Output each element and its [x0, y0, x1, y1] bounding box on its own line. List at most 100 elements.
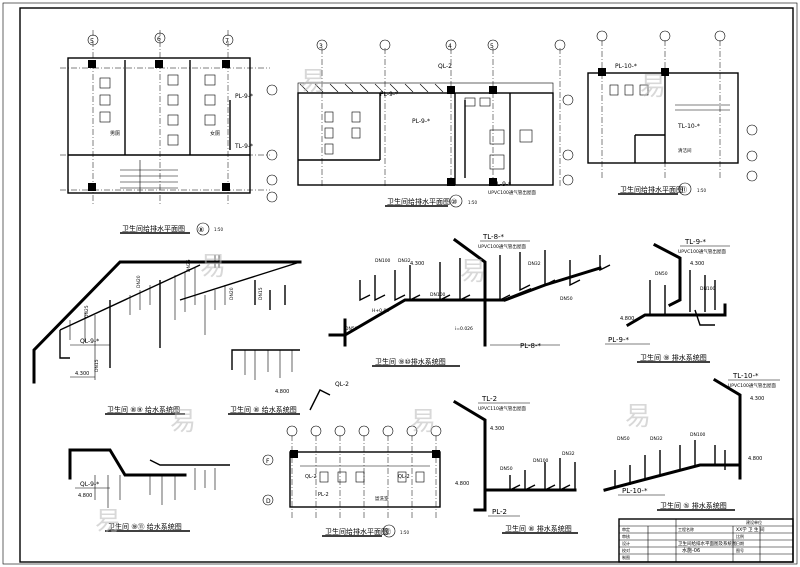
title-block: 建设单位 工程名称 XX学 卫 生 间 审定 审核 设计 校对 制图 卫生间给排…	[618, 518, 794, 563]
elevation-label: 4.300	[410, 261, 424, 267]
inner-border	[19, 7, 794, 563]
pipe-label: TL-2	[481, 395, 497, 403]
plan-scale: 1:50	[697, 188, 706, 193]
elevation-label: 4.800	[748, 456, 762, 462]
elevation-label: 4.300	[75, 371, 89, 377]
pipe-label: TL-9-*	[234, 143, 253, 150]
grid-label: 6	[157, 36, 161, 43]
plan-title: 卫生间给排水平面图	[325, 527, 388, 536]
drain-system-5: TL-10-* UPVC100通气管出屋面 PL-10-* 4.300 4.80…	[603, 372, 780, 511]
dim-label: DN32	[650, 436, 663, 442]
system-title: 卫生间 ⑨⑪ 给水系统图	[108, 522, 182, 531]
water-system-8: 4.800 QL-2 卫生间 ⑧ 给水系统图	[228, 349, 349, 415]
pipe-label: TL-9-*	[684, 238, 707, 246]
pipe-label: PL-2	[492, 508, 507, 516]
titleblock-text: 日期	[736, 540, 744, 546]
room-label: 男厕	[110, 131, 120, 137]
dim-label: DN32	[398, 258, 411, 264]
plan-scale: 1:50	[214, 227, 223, 232]
pipe-label: PL-9-*	[608, 336, 630, 344]
pipe-label: PL-9-*	[380, 91, 398, 98]
grid-label: F	[266, 458, 270, 465]
pipe-label: TL-10-*	[732, 372, 759, 380]
pipe-label: TL-10-*	[677, 123, 700, 130]
plan-8: 5 6 7 男厕 女厕 PL-9-* TL-9-* 卫生间给排水平面图 ⑧ 1:…	[60, 30, 278, 236]
elevation-label: 4.800	[275, 389, 289, 395]
dim-label: DN50	[500, 466, 513, 472]
drain-system-2: TL-2 UPVC110通气管出屋面 PL-2 4.300 4.800 DN50…	[452, 395, 578, 534]
dim-label: DN50	[617, 436, 630, 442]
sheet-number: 水施-06	[682, 547, 700, 554]
drain-system-910: TL-8-* UPVC100通气管出屋面 PL-8-* 4.300 DN100 …	[328, 233, 611, 367]
pipe-label: PL-10-*	[622, 487, 648, 495]
plan-12: F D QL-2 PL-2 QL-2 盥洗室 卫生间给排水平面图 ⑫ 1:50	[262, 425, 442, 538]
plan-number: ⑩	[451, 198, 457, 206]
dim-label: DN15	[94, 359, 100, 372]
dim-label: DN25	[186, 259, 192, 272]
svg-text:易: 易	[95, 507, 121, 537]
titleblock-text: 建设单位	[746, 519, 762, 525]
system-title: 卫生间 ⑧⑨ 给水系统图	[107, 405, 180, 414]
pipe-label: UPVC100通气管出屋面	[488, 189, 536, 196]
dim-label: DN32	[528, 261, 541, 267]
drain-system-9: TL-9-* UPVC100通气管出屋面 PL-9-* 4.300 4.800 …	[605, 238, 730, 363]
plan-scale: 1:50	[468, 200, 477, 205]
pipe-label: UPVC100通气管出屋面	[478, 243, 526, 250]
elevation-label: 4.800	[620, 316, 634, 322]
grid-label: D	[266, 498, 271, 505]
dim-label: DN50	[655, 271, 668, 277]
elevation-label: 4.800	[455, 481, 469, 487]
plan-11: PL-10-* TL-10-* 清洁间 卫生间给排水平面图 ⑪ 1:50	[587, 30, 758, 196]
pipe-label: QL-2	[438, 63, 452, 70]
svg-text:易: 易	[625, 402, 651, 432]
pipe-label: PL-2	[318, 492, 329, 498]
grid-label: 7	[225, 38, 229, 45]
dim-label: DN32	[562, 451, 575, 457]
dim-label: DN100	[430, 292, 446, 298]
pipe-label: UPVC110通气管出屋面	[478, 405, 526, 412]
pipe-label: UPVC100通气管出屋面	[728, 382, 776, 389]
grid-label: 3	[319, 43, 323, 50]
room-label: 盥洗室	[375, 495, 389, 502]
pipe-label: QL-2	[335, 381, 349, 388]
watermark: 易 易 易 易 易 易 易 易	[95, 67, 666, 537]
dim-label: DN20	[136, 275, 142, 288]
system-title: 卫生间 ⑧ 给水系统图	[230, 405, 297, 414]
water-system-911: QL-9-* 4.800 卫生间 ⑨⑪ 给水系统图	[68, 448, 230, 532]
grid-label: 5	[90, 38, 94, 45]
plan-scale: 1:50	[400, 530, 409, 535]
dim-label: DN50	[560, 296, 573, 302]
dim-label: DN100	[690, 432, 706, 438]
dim-label: H+0.03	[372, 308, 389, 314]
drawing-name: 卫生间给排水平面图及系统图	[678, 540, 737, 547]
water-system-89: DN25 DN20 DN25 DN20 DN15 DN15 QL-9-* 4.3…	[32, 255, 302, 415]
plan-title: 卫生间给排水平面图	[620, 185, 683, 194]
pipe-label: PL-9-*	[412, 118, 430, 125]
pipe-label: QL-2	[398, 474, 410, 480]
titleblock-text: 审核	[622, 533, 630, 539]
dim-label: DN100	[375, 258, 391, 264]
elevation-label: 4.300	[750, 396, 764, 402]
svg-text:易: 易	[300, 67, 326, 97]
pipe-label: PL-9-*	[235, 93, 253, 100]
system-title: 卫生间 ⑧ 排水系统图	[505, 524, 572, 533]
elevation-label: 4.300	[690, 261, 704, 267]
plan-title: 卫生间给排水平面图	[122, 224, 185, 233]
svg-text:易: 易	[170, 407, 196, 437]
elevation-label: 4.800	[78, 493, 92, 499]
pipe-label: PL-8-*	[520, 342, 542, 350]
pipe-label: QL-9-*	[80, 338, 99, 345]
dim-label: DN25	[84, 305, 90, 318]
system-title: 卫生间 ⑨⑩排水系统图	[375, 357, 446, 366]
pipe-label: QL-9-*	[80, 481, 99, 488]
plan-number: ⑪	[680, 186, 687, 194]
room-label: 女厕	[210, 130, 220, 137]
pipe-label: UPVC100通气管出屋面	[678, 248, 726, 255]
pipe-label: TL-9-*	[492, 181, 511, 188]
dim-label: DN100	[700, 286, 716, 292]
pipe-label: PL-10-*	[615, 63, 637, 70]
grid-label: 4	[448, 43, 452, 50]
room-label: 清洁间	[678, 147, 692, 154]
